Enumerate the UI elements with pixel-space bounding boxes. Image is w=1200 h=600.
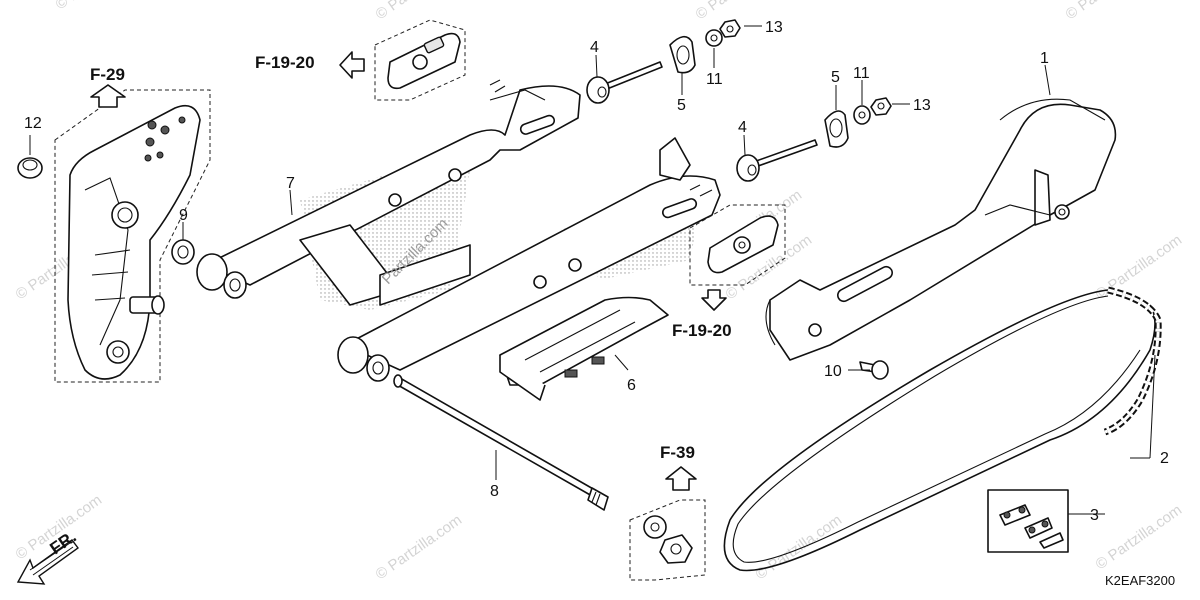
watermark: © Partzilla.com bbox=[1093, 231, 1186, 303]
plate-group-right bbox=[689, 204, 786, 286]
callout-labels: 12 9 7 4 5 11 13 4 5 11 13 1 6 8 10 2 3 bbox=[24, 19, 1169, 524]
pivot-nut-group bbox=[629, 499, 706, 581]
adjuster-group-lower bbox=[736, 97, 892, 182]
swingarm-part-7 bbox=[196, 79, 721, 382]
master-link-part-3 bbox=[987, 489, 1069, 553]
reference-f19-20-mid: F-19-20 bbox=[672, 289, 732, 340]
callout-1: 1 bbox=[1040, 50, 1049, 67]
reference-f29: F-29 bbox=[90, 65, 126, 108]
callout-8: 8 bbox=[490, 483, 499, 500]
callout-5-upper: 5 bbox=[677, 97, 686, 114]
collar-part-12 bbox=[17, 157, 43, 179]
callout-2: 2 bbox=[1160, 450, 1169, 467]
reference-f19-20-top: F-19-20 bbox=[255, 51, 365, 79]
ref-label-f39: F-39 bbox=[660, 443, 695, 462]
callout-11-lower: 11 bbox=[853, 65, 870, 82]
ref-label-f19-20-mid: F-19-20 bbox=[672, 321, 732, 340]
chain-case-part-1 bbox=[765, 98, 1117, 361]
callout-9: 9 bbox=[179, 207, 188, 224]
washer-part-9 bbox=[171, 239, 195, 265]
watermark: © Partzilla.com bbox=[373, 511, 466, 583]
callout-6: 6 bbox=[627, 377, 636, 394]
watermark: © Partzilla.com bbox=[53, 0, 146, 13]
watermark: © Partzilla.com bbox=[753, 511, 846, 583]
ref-label-f29: F-29 bbox=[90, 65, 125, 84]
watermark: © Partzilla.com bbox=[373, 0, 466, 23]
watermark: © Partzilla.com bbox=[1093, 501, 1186, 573]
callout-4-upper: 4 bbox=[590, 39, 599, 56]
callout-11-upper: 11 bbox=[706, 71, 723, 88]
arrow-up-icon bbox=[90, 84, 126, 108]
callout-7: 7 bbox=[286, 175, 295, 192]
diagram-code: K2EAF3200 bbox=[1105, 573, 1175, 588]
callout-13-lower: 13 bbox=[913, 97, 931, 114]
pivot-bolt-part-8 bbox=[393, 374, 609, 511]
callout-12: 12 bbox=[24, 115, 42, 132]
callout-13-upper: 13 bbox=[765, 19, 783, 36]
chain-slider-part-6 bbox=[499, 296, 669, 401]
watermark: © Partzilla.com bbox=[1063, 0, 1156, 23]
reference-f39: F-39 bbox=[660, 443, 697, 491]
arrow-down-icon bbox=[701, 289, 727, 311]
callout-4-lower: 4 bbox=[738, 119, 747, 136]
ref-label-f19-20-top: F-19-20 bbox=[255, 53, 315, 72]
arrow-up-icon bbox=[665, 466, 697, 491]
callout-5-lower: 5 bbox=[831, 69, 840, 86]
arrow-left-icon bbox=[339, 51, 365, 79]
callout-10: 10 bbox=[824, 363, 842, 380]
adjuster-group-upper bbox=[374, 19, 741, 104]
callout-3: 3 bbox=[1090, 507, 1099, 524]
bolt-part-10 bbox=[859, 360, 889, 380]
leader-lines bbox=[29, 25, 1156, 515]
bracket-group bbox=[54, 89, 211, 383]
front-arrow-icon bbox=[16, 539, 79, 585]
